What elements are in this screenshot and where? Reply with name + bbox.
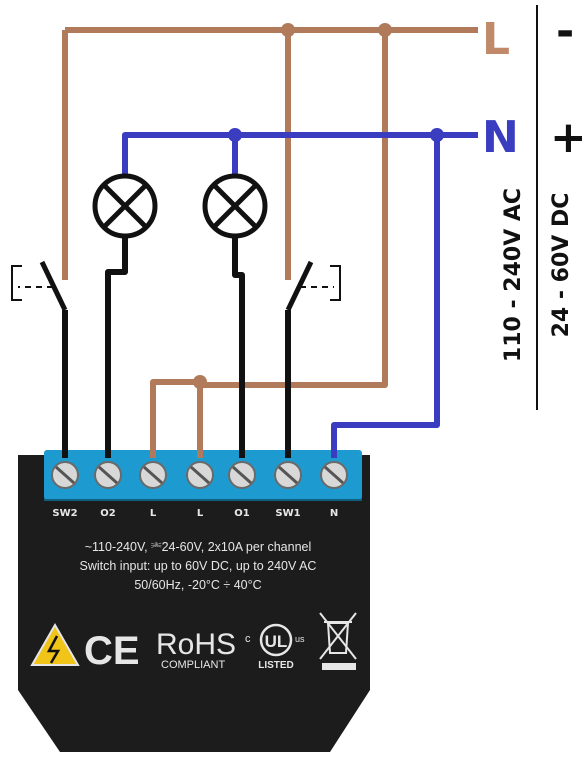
terminal-screw xyxy=(320,461,348,489)
device-body xyxy=(18,455,370,752)
dc-range-label: 24 - 60V DC xyxy=(549,193,574,338)
line-label: L xyxy=(482,14,510,65)
lamp-icon xyxy=(202,173,268,239)
output-wiring xyxy=(62,236,291,458)
ce-mark: CE xyxy=(84,629,140,673)
terminal-label: N xyxy=(330,508,338,519)
warning-icon xyxy=(30,622,80,666)
switch-icon xyxy=(11,260,68,312)
terminal-l-jumper xyxy=(150,379,203,458)
terminal-screw xyxy=(274,461,302,489)
junction-dot xyxy=(378,23,392,37)
junction-dot xyxy=(228,128,242,142)
terminal-screw xyxy=(228,461,256,489)
junction-dot xyxy=(430,128,444,142)
rohs-mark: RoHS xyxy=(156,628,236,661)
lamp1-to-o1 xyxy=(232,236,245,458)
lamp2-to-o2 xyxy=(105,236,128,458)
terminal-label: SW2 xyxy=(52,508,77,519)
neutral-bus xyxy=(122,132,478,175)
spec-line: ~110-240V, ⎃24-60V, 2x10A per channel xyxy=(85,540,312,554)
ul-c: c xyxy=(245,633,251,645)
switch-icon xyxy=(285,260,341,312)
terminal-screw xyxy=(51,461,79,489)
ac-range-label: 110 - 240V AC xyxy=(501,188,526,362)
dc-plus-label: + xyxy=(550,112,582,163)
neutral-label: N xyxy=(482,112,519,163)
terminal-screw xyxy=(94,461,122,489)
terminal-label: L xyxy=(197,508,204,519)
spec-line: Switch input: up to 60V DC, up to 240V A… xyxy=(80,559,317,573)
ul-us: us xyxy=(295,634,305,644)
terminal-label: L xyxy=(150,508,157,519)
terminal-label: O1 xyxy=(234,508,250,519)
dc-minus-label: - xyxy=(556,6,574,57)
neutral-wiring xyxy=(122,132,478,458)
terminal-screw xyxy=(139,461,167,489)
relay-device xyxy=(18,450,370,752)
neutral-to-terminal-n xyxy=(331,135,440,458)
line-wiring xyxy=(62,27,478,458)
lamp-icon xyxy=(92,173,158,239)
junction-dot xyxy=(281,23,295,37)
terminal-label: SW1 xyxy=(275,508,300,519)
rohs-compliant: COMPLIANT xyxy=(161,659,225,671)
ul-text: UL xyxy=(265,632,288,651)
terminal-label: O2 xyxy=(100,508,116,519)
ul-mark: c UL us LISTED xyxy=(245,623,305,671)
terminal-screw xyxy=(186,461,214,489)
junction-dot xyxy=(193,375,207,389)
spec-line: 50/60Hz, -20°C ÷ 40°C xyxy=(134,578,261,592)
weee-bin-icon xyxy=(319,612,357,670)
ul-listed: LISTED xyxy=(258,660,294,671)
line-to-terminal-l xyxy=(200,30,388,388)
